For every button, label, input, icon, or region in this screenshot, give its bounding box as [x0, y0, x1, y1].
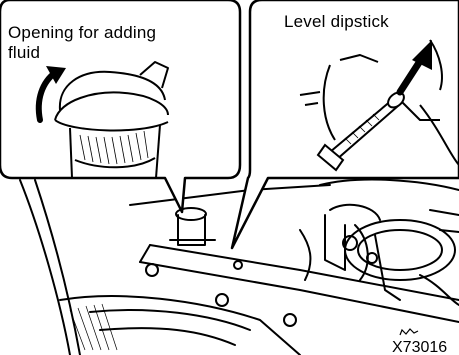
logo-mark [400, 329, 418, 335]
dipstick-callout: Level dipstick [232, 0, 459, 248]
fill-opening-label-line1: Opening for adding [8, 23, 156, 42]
figure-code: X73016 [392, 339, 447, 355]
figure-code-block: X73016 [392, 329, 447, 355]
engine-bay-background [20, 180, 459, 355]
fill-opening-label-line2: fluid [8, 43, 40, 62]
dipstick-label: Level dipstick [284, 12, 389, 31]
